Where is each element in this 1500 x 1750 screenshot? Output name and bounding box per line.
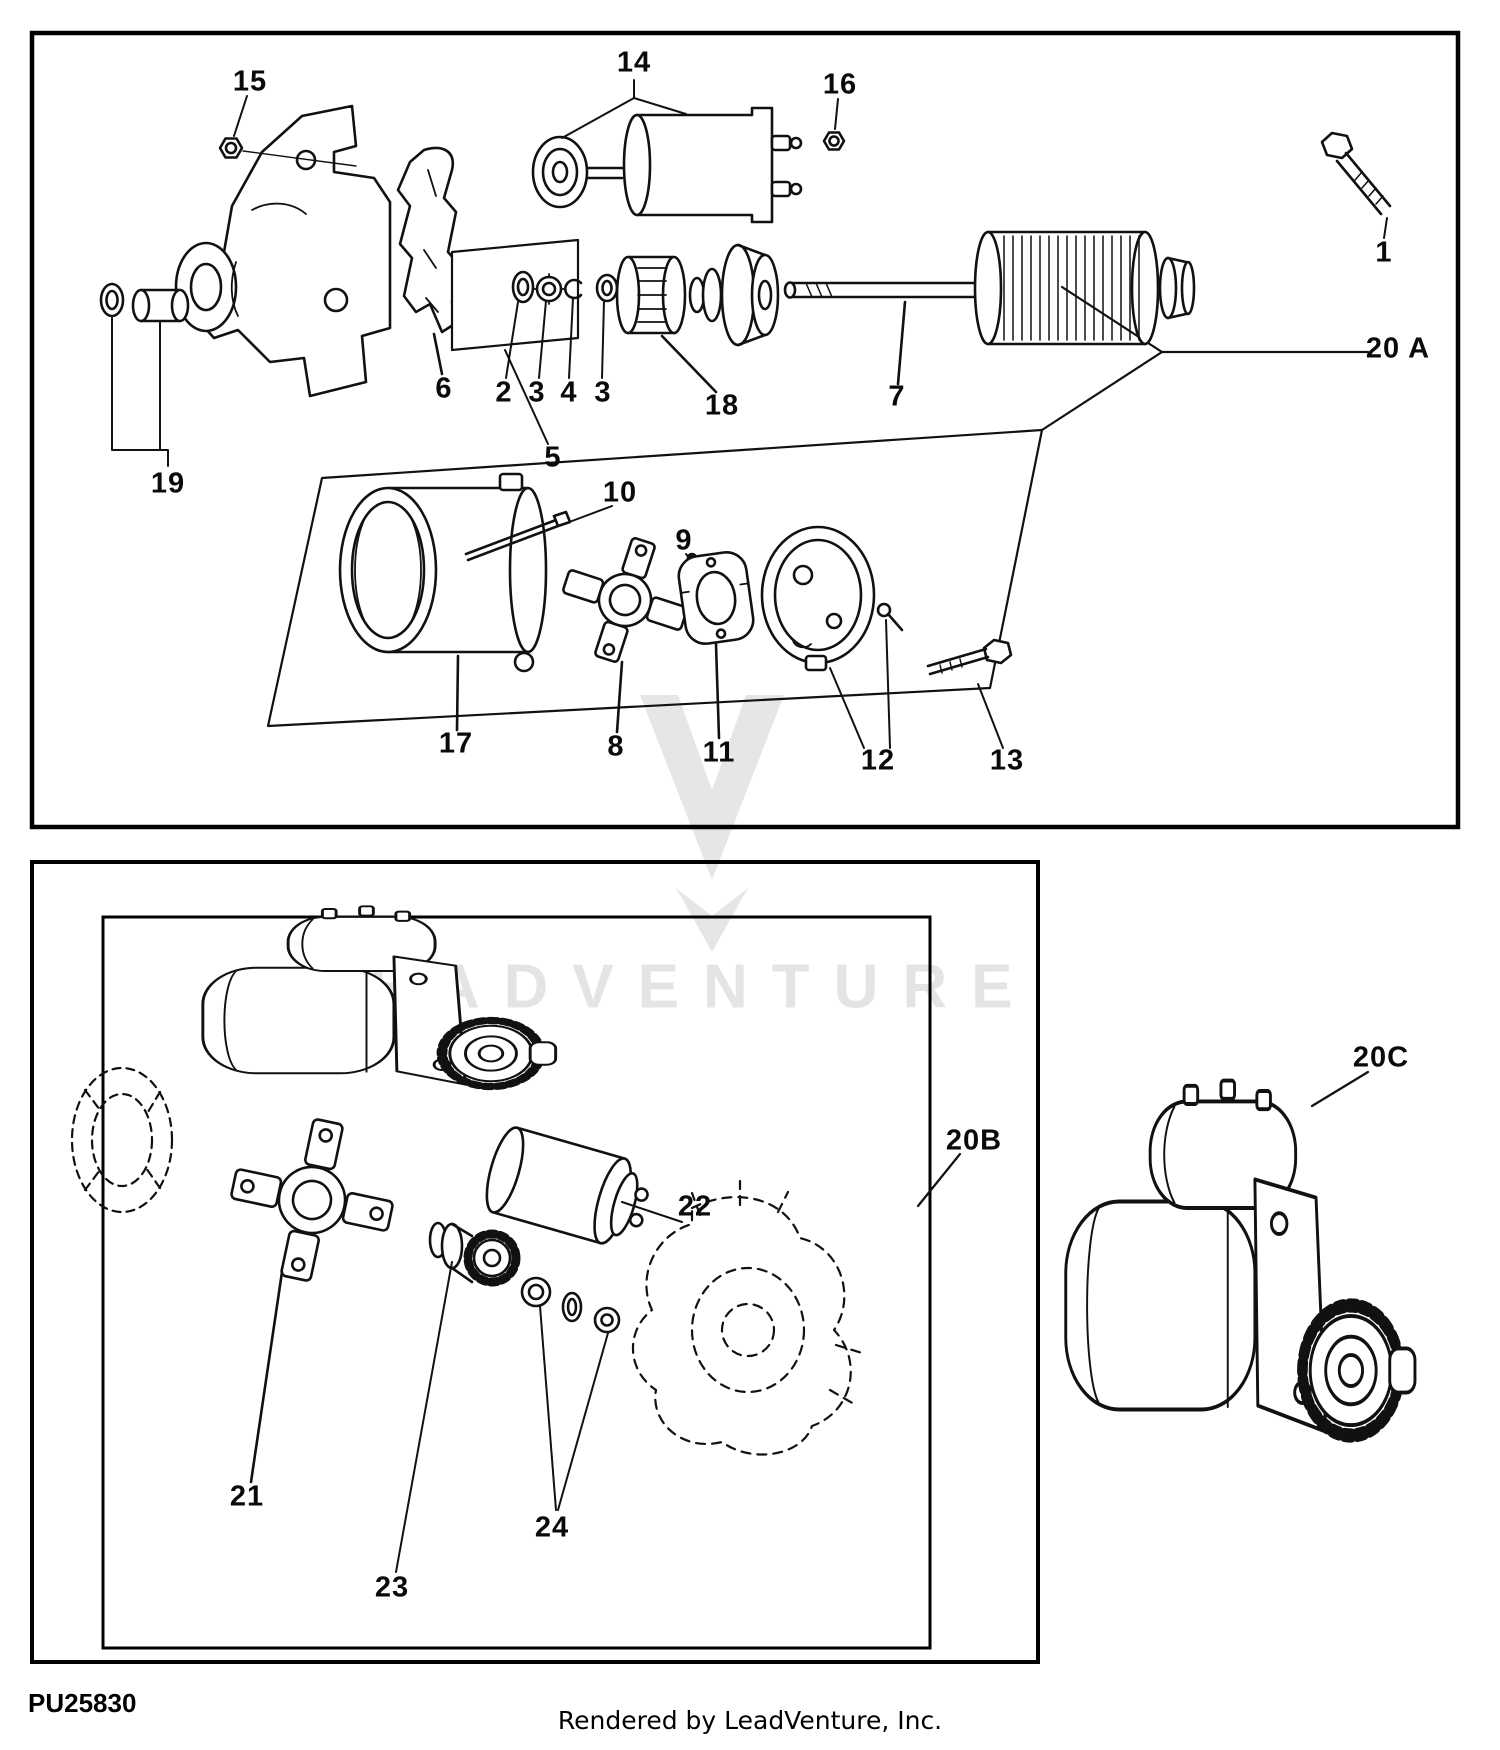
callout-15-leader bbox=[233, 95, 248, 137]
ring-gear-dashed bbox=[70, 1066, 174, 1214]
drive-clutch bbox=[720, 243, 780, 347]
callout-23[interactable]: 23 bbox=[374, 1571, 410, 1604]
callout-13[interactable]: 13 bbox=[989, 744, 1025, 777]
through-bolt-10 bbox=[464, 510, 572, 562]
callout-11[interactable]: 11 bbox=[702, 736, 736, 769]
nut-16 bbox=[822, 131, 846, 151]
callout-6[interactable]: 6 bbox=[435, 372, 453, 405]
callout-12-leader bbox=[829, 619, 891, 749]
callout-1-leader bbox=[1383, 217, 1388, 239]
callout-3a[interactable]: 3 bbox=[528, 376, 546, 409]
callout-6-leader bbox=[432, 332, 444, 376]
drive-lever-6 bbox=[396, 146, 466, 334]
callout-19-leader bbox=[111, 317, 169, 467]
pinion-gear-18 bbox=[615, 255, 723, 335]
callout-3b[interactable]: 3 bbox=[594, 376, 612, 409]
callout-21-leader bbox=[249, 1270, 284, 1484]
callout-7[interactable]: 7 bbox=[888, 380, 906, 413]
callout-24-leader bbox=[539, 1305, 609, 1511]
callout-20b[interactable]: 20B bbox=[945, 1124, 1003, 1157]
callout-23-leader bbox=[395, 1261, 453, 1573]
callout-20b-leader bbox=[916, 1152, 962, 1208]
solenoid-14 bbox=[531, 106, 803, 224]
top-panel-border bbox=[29, 30, 1461, 830]
armature-7 bbox=[783, 230, 1196, 346]
callout-15[interactable]: 15 bbox=[232, 65, 268, 98]
end-cover-12 bbox=[760, 525, 876, 672]
starter-assembly-20b bbox=[203, 906, 556, 1086]
callout-4[interactable]: 4 bbox=[560, 376, 578, 409]
callout-7-leader bbox=[896, 300, 907, 386]
callout-24[interactable]: 24 bbox=[534, 1511, 570, 1544]
bottom-panel-border bbox=[30, 860, 1040, 1664]
inner-panel-border bbox=[101, 915, 932, 1650]
starter-assembly-20c bbox=[1066, 1081, 1415, 1436]
callout-8[interactable]: 8 bbox=[607, 730, 625, 763]
end-plate-11 bbox=[677, 550, 755, 646]
callout-22[interactable]: 22 bbox=[677, 1190, 713, 1223]
washers-24 bbox=[520, 1276, 621, 1334]
callout-9[interactable]: 9 bbox=[675, 524, 693, 557]
callout-20a[interactable]: 20 A bbox=[1365, 332, 1431, 365]
callout-21[interactable]: 21 bbox=[229, 1480, 265, 1513]
screw-small-12 bbox=[876, 602, 904, 632]
nut-15 bbox=[218, 137, 357, 167]
callout-18-leader bbox=[660, 334, 718, 394]
gear-housing-dashed bbox=[631, 1179, 864, 1456]
callout-22-leader bbox=[621, 1201, 683, 1223]
callout-19[interactable]: 19 bbox=[150, 467, 186, 500]
callout-14[interactable]: 14 bbox=[616, 46, 652, 79]
callout-20c[interactable]: 20C bbox=[1352, 1041, 1410, 1074]
field-frame-17 bbox=[338, 472, 548, 673]
callout-1[interactable]: 1 bbox=[1375, 236, 1393, 269]
callout-13-leader bbox=[977, 683, 1004, 749]
callout-18[interactable]: 18 bbox=[704, 389, 740, 422]
solenoid-22 bbox=[485, 1126, 649, 1245]
callout-8-leader bbox=[615, 660, 624, 734]
bolt-1 bbox=[1320, 131, 1392, 216]
callout-14-leader bbox=[561, 79, 687, 139]
bushing-set-19 bbox=[99, 282, 190, 323]
bolt-13 bbox=[926, 638, 1013, 676]
callout-5[interactable]: 5 bbox=[544, 441, 562, 474]
callout-10-leader bbox=[563, 505, 613, 525]
brush-holder-21 bbox=[230, 1118, 394, 1282]
drive-end-housing bbox=[174, 104, 392, 398]
brush-holder-8 bbox=[562, 537, 688, 663]
washer-leaders bbox=[504, 297, 605, 445]
render-credit: Rendered by LeadVenture, Inc. bbox=[557, 1706, 943, 1735]
callout-17-leader bbox=[455, 654, 460, 732]
callout-2[interactable]: 2 bbox=[495, 376, 513, 409]
washer-kit-5 bbox=[450, 238, 619, 352]
drive-pinion-23 bbox=[428, 1221, 521, 1287]
callout-10[interactable]: 10 bbox=[602, 476, 638, 509]
callout-16[interactable]: 16 bbox=[822, 68, 858, 101]
callout-11-leader bbox=[714, 642, 721, 740]
callout-20c-leader bbox=[1310, 1070, 1370, 1108]
callout-17[interactable]: 17 bbox=[438, 727, 474, 760]
drawing-number: PU25830 bbox=[28, 1688, 137, 1718]
callout-12[interactable]: 12 bbox=[860, 744, 896, 777]
callout-16-leader bbox=[834, 98, 839, 130]
watermark-logo bbox=[640, 695, 784, 952]
